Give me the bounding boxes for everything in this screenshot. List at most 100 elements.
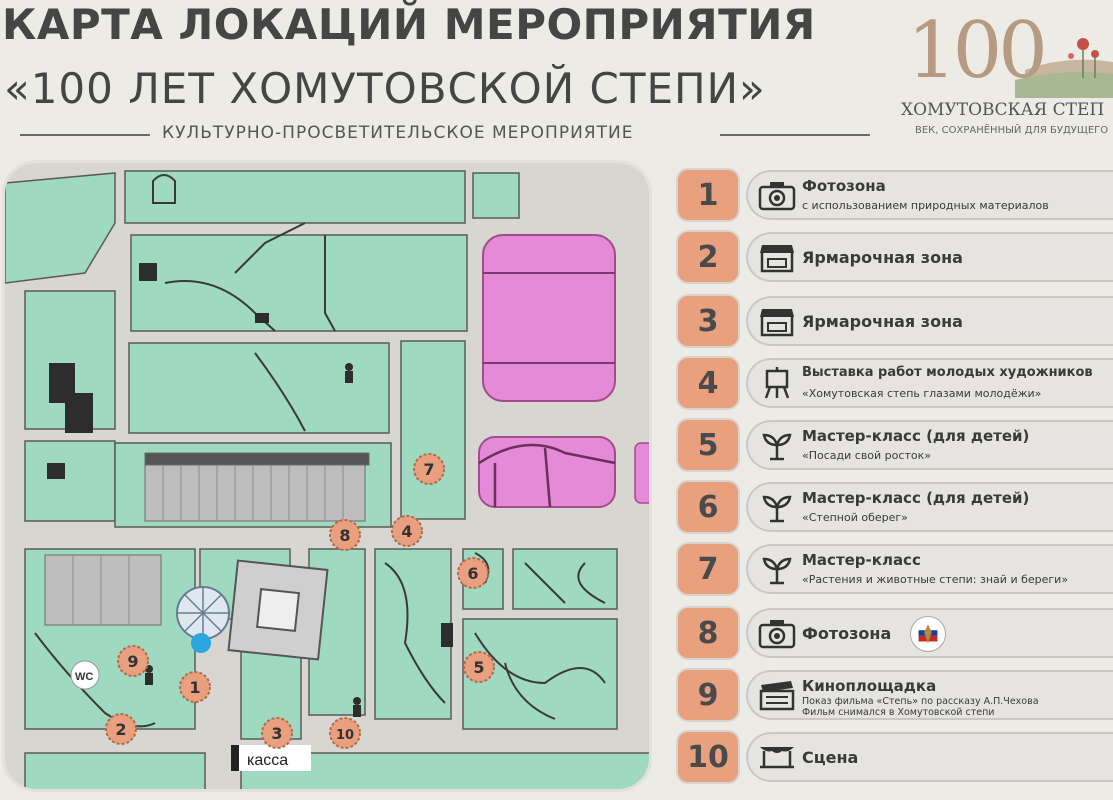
map-marker-1[interactable]: 1 xyxy=(179,671,211,703)
event-title: «100 ЛЕТ ХОМУТОВСКОЙ СТЕПИ» xyxy=(4,64,766,113)
sprout-icon xyxy=(758,491,796,523)
clapperboard-icon xyxy=(758,679,796,711)
house-rows xyxy=(44,452,370,626)
map-marker-label: 9 xyxy=(127,652,138,671)
legend-description: «Степной оберег» xyxy=(802,511,908,524)
legend-number: 3 xyxy=(676,294,740,348)
block-north-small xyxy=(472,172,520,219)
map-marker-circle xyxy=(457,557,489,589)
map-marker-circle xyxy=(329,519,361,551)
camera-icon xyxy=(758,617,796,649)
legend-description-2: Фильм снимался в Хомутовской степи xyxy=(802,707,995,718)
legend-description: «Растения и животные степи: знай и берег… xyxy=(802,573,1069,586)
location-markers: 1 2 3 4 5 6 7 8 9 10 xyxy=(105,453,495,749)
legend-number: 8 xyxy=(676,606,740,660)
subtitle-divider-left xyxy=(20,134,160,136)
stadium-field xyxy=(482,234,616,402)
wc-icon xyxy=(70,660,100,690)
map-marker-6[interactable]: 6 xyxy=(457,557,489,589)
block-monument xyxy=(128,342,390,434)
emblem-icon xyxy=(910,616,946,652)
block-west-2 xyxy=(24,440,116,522)
house-stripes xyxy=(72,465,344,625)
block-bottom-1 xyxy=(24,752,206,789)
legend-number: 10 xyxy=(676,730,740,784)
legend-number: 1 xyxy=(676,168,740,222)
legend-card: Сцена xyxy=(746,732,1113,782)
logo-name: ХОМУТОВСКАЯ СТЕП xyxy=(901,100,1105,120)
map-marker-label: 1 xyxy=(189,678,200,697)
subtitle-divider-right xyxy=(720,134,870,136)
map-marker-circle xyxy=(179,671,211,703)
legend-description: с использованием природных материалов xyxy=(802,199,1049,212)
legend-description: «Посади свой росток» xyxy=(802,449,931,462)
map-marker-label: 6 xyxy=(467,564,478,583)
legend-card: Мастер-класс (для детей)«Посади свой рос… xyxy=(746,420,1113,470)
legend-number: 9 xyxy=(676,668,740,722)
block-center xyxy=(400,340,466,520)
map-marker-9[interactable]: 9 xyxy=(117,645,149,677)
legend-title: Мастер-класс xyxy=(802,551,921,569)
building-1 xyxy=(139,263,157,281)
legend-card: Фотозона xyxy=(746,608,1113,658)
building-5 xyxy=(441,623,453,647)
map-marker-circle xyxy=(261,717,293,749)
stage-icon xyxy=(758,741,796,773)
logo-number: 100 xyxy=(907,6,1048,96)
map-marker-7[interactable]: 7 xyxy=(413,453,445,485)
map-marker-circle xyxy=(391,515,423,547)
legend-item-1[interactable]: 1 Фотозона с использованием природных мате… xyxy=(676,168,1113,224)
map-marker-label: 3 xyxy=(271,724,282,743)
map-marker-circle xyxy=(413,453,445,485)
building-2 xyxy=(255,313,269,323)
map-marker-circle xyxy=(105,713,137,745)
block-upper xyxy=(130,234,468,332)
block-s2 xyxy=(374,548,452,720)
kassa-label: касса xyxy=(247,752,288,769)
sports-paths xyxy=(478,443,616,508)
stadium-lines xyxy=(483,272,615,364)
legend-title: Киноплощадка xyxy=(802,677,937,695)
legend-item-3[interactable]: 3 Ярмарочная зона xyxy=(676,294,1113,350)
legend-title: Ярмарочная зона xyxy=(802,312,963,331)
legend-title: Выставка работ молодых художников xyxy=(802,365,1093,380)
map-marker-4[interactable]: 4 xyxy=(391,515,423,547)
building-3 xyxy=(49,363,93,433)
camera-icon xyxy=(758,179,796,211)
legend-card: Выставка работ молодых художников«Хомуто… xyxy=(746,358,1113,408)
map-marker-label: 4 xyxy=(401,522,412,541)
legend-card: Ярмарочная зона xyxy=(746,296,1113,346)
legend-title: Фотозона xyxy=(802,177,886,195)
legend-number: 4 xyxy=(676,356,740,410)
map-marker-label: 8 xyxy=(339,526,350,545)
map-marker-circle xyxy=(117,645,149,677)
map-marker-3[interactable]: 3 xyxy=(261,717,293,749)
page-title: КАРТА ЛОКАЦИЙ МЕРОПРИЯТИЯ xyxy=(2,0,816,49)
legend-card: Ярмарочная зона xyxy=(746,232,1113,282)
map-marker-label: 7 xyxy=(423,460,434,479)
legend-card: Мастер-класс (для детей)«Степной оберег» xyxy=(746,482,1113,532)
building-4 xyxy=(47,463,65,479)
legend-number: 6 xyxy=(676,480,740,534)
map-marker-5[interactable]: 5 xyxy=(463,651,495,683)
event-logo: 100 ХОМУТОВСКАЯ СТЕП ВЕК, СОХРАНЁННЫЙ ДЛ… xyxy=(895,0,1113,150)
arch-icon xyxy=(152,174,176,204)
event-subtitle: КУЛЬТУРНО-ПРОСВЕТИТЕЛЬСКОЕ МЕРОПРИЯТИЕ xyxy=(150,123,646,143)
map-marker-10[interactable]: 10 xyxy=(329,717,361,749)
map-marker-2[interactable]: 2 xyxy=(105,713,137,745)
map-marker-8[interactable]: 8 xyxy=(329,519,361,551)
shop-icon xyxy=(758,241,796,273)
block-north xyxy=(124,170,466,224)
legend-number: 5 xyxy=(676,418,740,472)
